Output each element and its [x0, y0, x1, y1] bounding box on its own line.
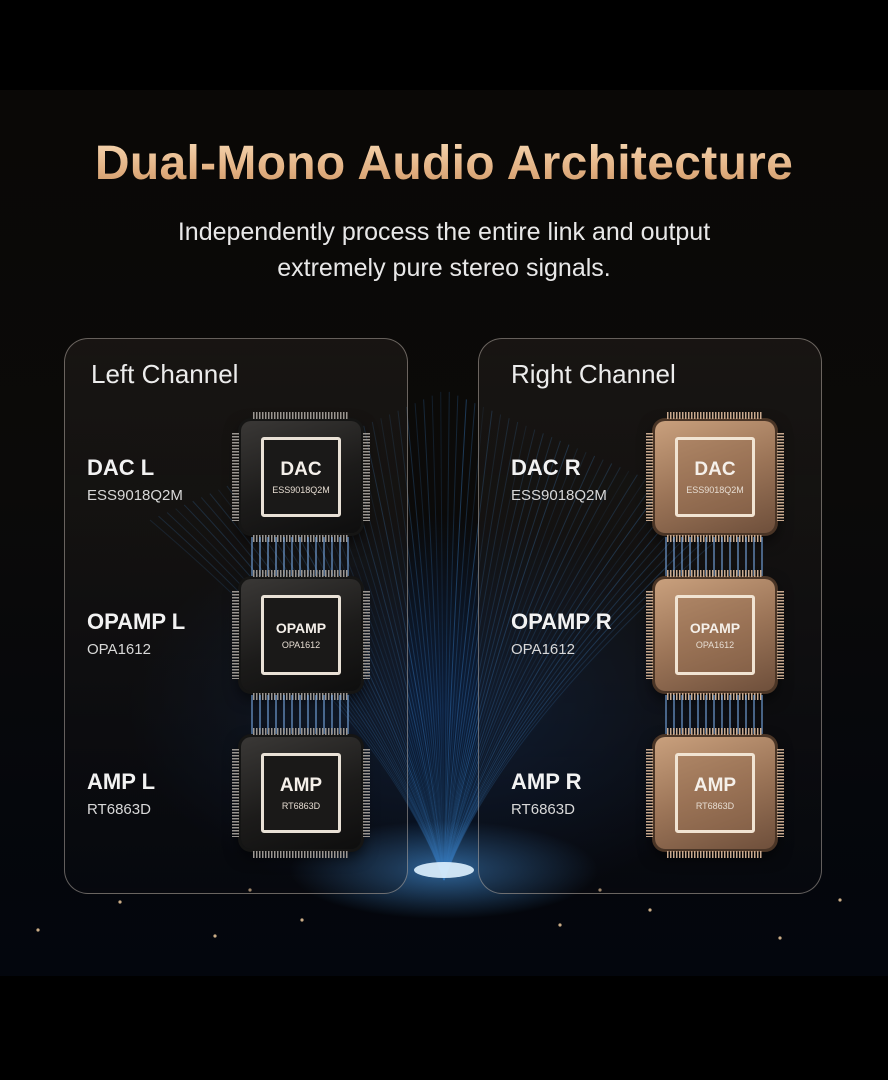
left-dac-name: DAC L [87, 455, 154, 481]
spark-dot [213, 934, 216, 937]
left-amp-chip-icon: AMP RT6863D [241, 737, 361, 849]
left-dac-chip-icon: DAC ESS9018Q2M [241, 421, 361, 533]
right-opamp-chip-part: OPA1612 [696, 640, 734, 650]
left-channel-title: Left Channel [91, 359, 238, 390]
right-opamp-chip-label: OPAMP [690, 620, 740, 636]
poster: Dual-Mono Audio Architecture Independent… [0, 90, 888, 976]
right-amp-chip-icon: AMP RT6863D [655, 737, 775, 849]
spark-dot [118, 900, 121, 903]
left-amp-part: RT6863D [87, 801, 151, 818]
right-dac-chip-part: ESS9018Q2M [686, 485, 744, 495]
left-dac-chip-label: DAC [280, 459, 321, 481]
subtitle-line-1: Independently process the entire link an… [100, 214, 788, 250]
left-opamp-chip-label: OPAMP [276, 620, 326, 636]
right-opamp-part: OPA1612 [511, 641, 575, 658]
right-channel-panel: Right Channel DAC R ESS9018Q2M DAC ESS90… [478, 338, 822, 894]
right-amp-die: AMP RT6863D [675, 753, 755, 833]
subtitle-line-2: extremely pure stereo signals. [100, 250, 788, 286]
right-amp-chip-part: RT6863D [696, 801, 734, 811]
spark-dot [648, 908, 651, 911]
left-channel-panel: Left Channel DAC L ESS9018Q2M DAC ESS901… [64, 338, 408, 894]
spark-dot [36, 928, 39, 931]
right-opamp-name: OPAMP R [511, 609, 612, 635]
right-dac-chip-label: DAC [694, 459, 735, 481]
spark-dot [838, 898, 841, 901]
right-amp-name: AMP R [511, 769, 582, 795]
left-amp-chip-label: AMP [280, 775, 322, 797]
left-opamp-die: OPAMP OPA1612 [261, 595, 341, 675]
left-opamp-part: OPA1612 [87, 641, 151, 658]
left-amp-die: AMP RT6863D [261, 753, 341, 833]
spark-dot [778, 936, 781, 939]
right-opamp-chip-icon: OPAMP OPA1612 [655, 579, 775, 691]
right-dac-die: DAC ESS9018Q2M [675, 437, 755, 517]
left-dac-part: ESS9018Q2M [87, 487, 183, 504]
left-amp-chip-part: RT6863D [282, 801, 320, 811]
left-opamp-chip-part: OPA1612 [282, 640, 320, 650]
left-dac-die: DAC ESS9018Q2M [261, 437, 341, 517]
right-dac-name: DAC R [511, 455, 581, 481]
spark-dot [300, 918, 303, 921]
right-dac-part: ESS9018Q2M [511, 487, 607, 504]
subtitle: Independently process the entire link an… [100, 214, 788, 286]
right-amp-part: RT6863D [511, 801, 575, 818]
center-glow [414, 862, 474, 878]
left-opamp-chip-icon: OPAMP OPA1612 [241, 579, 361, 691]
spark-dot [558, 923, 561, 926]
right-opamp-die: OPAMP OPA1612 [675, 595, 755, 675]
left-amp-name: AMP L [87, 769, 155, 795]
right-amp-chip-label: AMP [694, 775, 736, 797]
right-dac-chip-icon: DAC ESS9018Q2M [655, 421, 775, 533]
page-title: Dual-Mono Audio Architecture [0, 136, 888, 191]
left-opamp-name: OPAMP L [87, 609, 185, 635]
left-dac-chip-part: ESS9018Q2M [272, 485, 330, 495]
right-channel-title: Right Channel [511, 359, 676, 390]
